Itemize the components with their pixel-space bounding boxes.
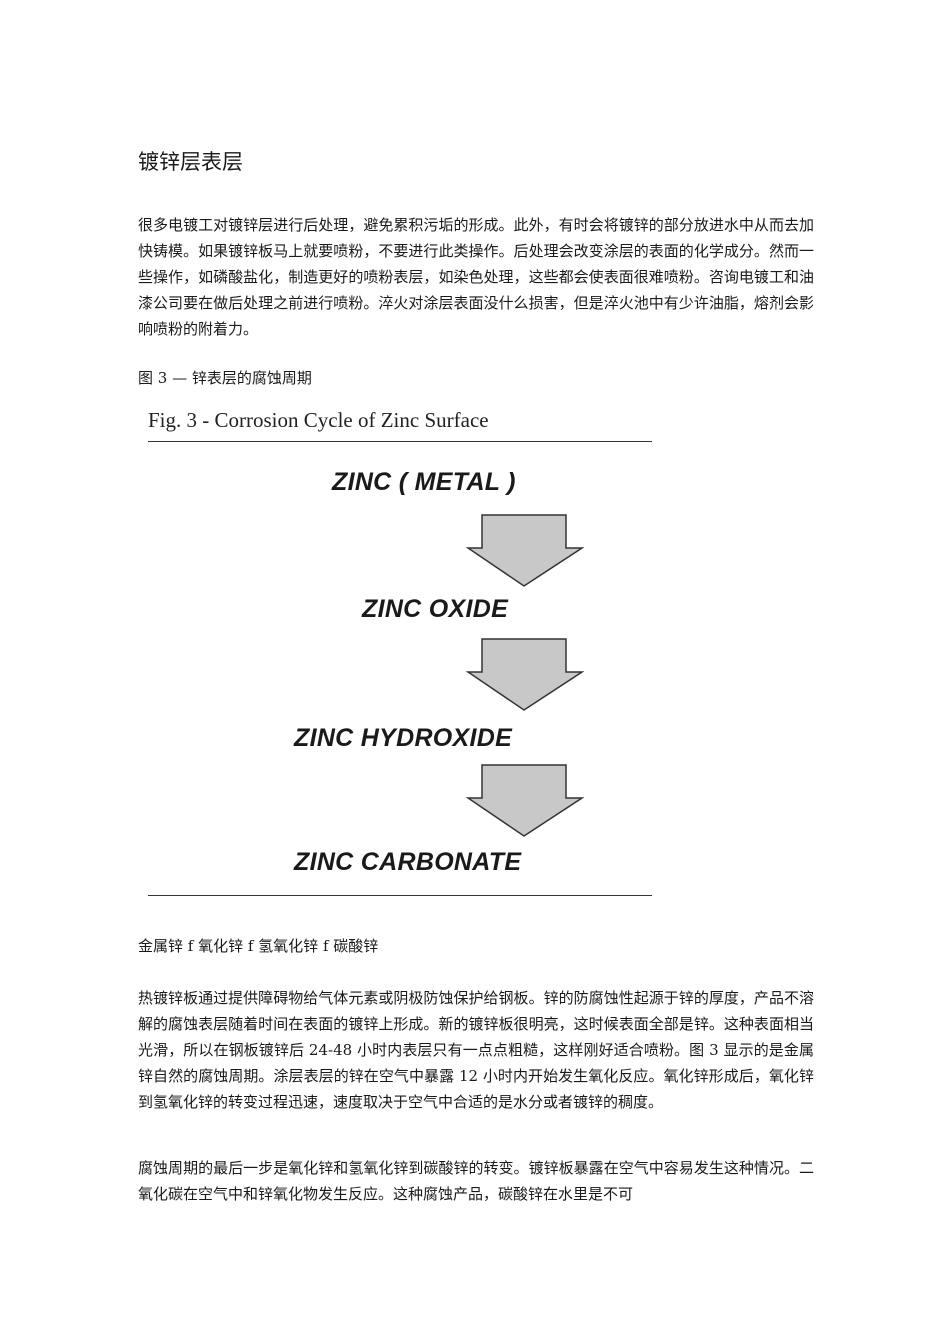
stage-zinc-oxide: ZINC OXIDE [362,595,509,623]
down-arrow-icon [466,638,584,711]
stage-zinc-carbonate: ZINC CARBONATE [294,848,522,876]
corrosion-cycle-figure: Fig. 3 - Corrosion Cycle of Zinc Surface… [140,398,660,903]
figure-bottom-rule [148,895,652,896]
paragraph-hot-dip-galvanizing: 热镀锌板通过提供障碍物给气体元素或阴极防蚀保护给钢板。锌的防腐蚀性起源于锌的厚度… [138,989,814,1111]
figure-caption: 图 3 — 锌表层的腐蚀周期 [138,369,312,387]
figure-top-rule [148,441,652,442]
figure-title: Fig. 3 - Corrosion Cycle of Zinc Surface [148,408,489,432]
down-arrow-icon [466,764,584,837]
corrosion-chain-text: 金属锌 f 氧化锌 f 氢氧化锌 f 碳酸锌 [138,937,379,955]
paragraph-final-step: 腐蚀周期的最后一步是氧化锌和氢氧化锌到碳酸锌的转变。镀锌板暴露在空气中容易发生这… [138,1159,814,1203]
section-heading: 镀锌层表层 [138,150,243,174]
stage-zinc-hydroxide: ZINC HYDROXIDE [294,724,513,752]
paragraph-post-treatment: 很多电镀工对镀锌层进行后处理，避免累积污垢的形成。此外，有时会将镀锌的部分放进水… [138,216,814,338]
stage-zinc-metal: ZINC ( METAL ) [332,468,516,496]
down-arrow-icon [466,514,584,587]
